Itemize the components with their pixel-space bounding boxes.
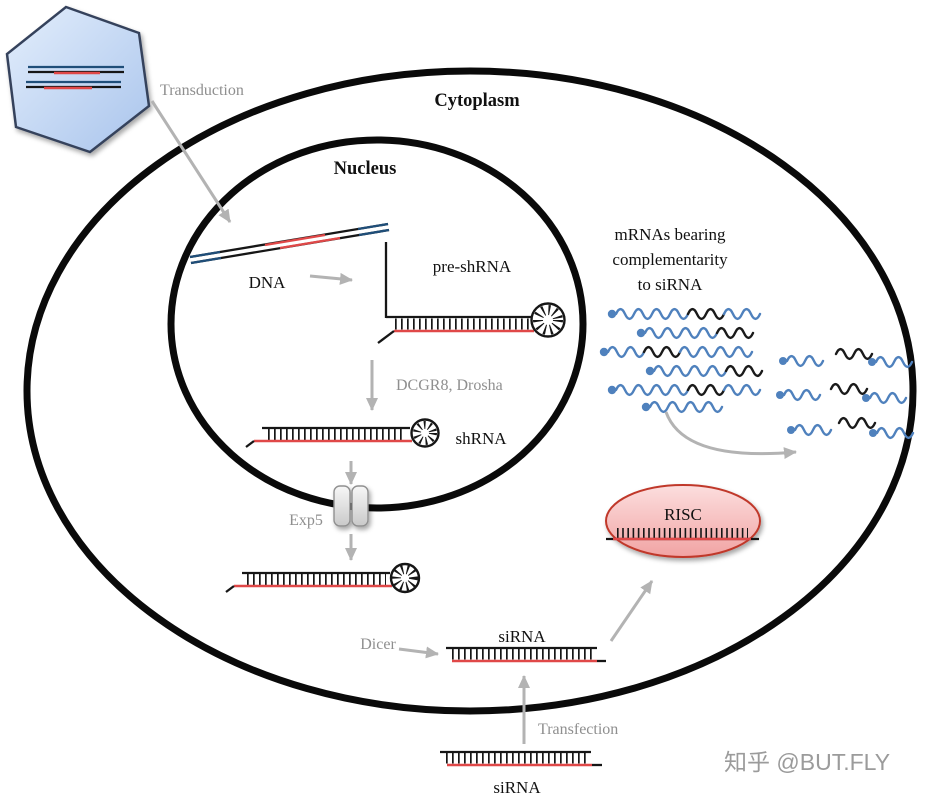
label-pre-shrna: pre-shRNA	[433, 257, 512, 276]
label-transfection: Transfection	[538, 721, 618, 738]
mrna-caption-line3: to siRNA	[638, 275, 703, 294]
sirna-duplex-extracellular	[440, 750, 602, 767]
process-arrows	[150, 100, 797, 744]
pore-subunit-left	[333, 485, 351, 527]
mrna-cap-dot	[641, 402, 651, 412]
label-risc: RISC	[664, 505, 702, 524]
mrna-fragment	[869, 426, 915, 440]
label-transduction: Transduction	[160, 82, 244, 99]
mrna-strand	[599, 345, 754, 359]
mrna-cap-dot	[607, 385, 617, 395]
mrna-cap-dot	[779, 357, 787, 365]
virus-capsid-hexagon	[5, 5, 151, 154]
nucleus-membrane	[167, 136, 587, 512]
label-dna: DNA	[249, 273, 287, 292]
nuclear-pore-exp5	[333, 485, 369, 527]
mrna-fragment	[787, 423, 833, 437]
mrna-cap-dot	[869, 429, 877, 437]
shrna-hairpin	[245, 418, 440, 448]
mrna-cluster	[599, 307, 764, 414]
risc-complex	[605, 484, 761, 558]
mrna-caption: mRNAs bearing complementarity to siRNA	[612, 225, 728, 294]
pore-subunit-right	[351, 485, 369, 527]
label-cytoplasm: Cytoplasm	[434, 91, 520, 111]
mrna-fragment	[862, 391, 908, 405]
mrna-cap-dot	[636, 328, 646, 338]
mrna-cap-dot	[645, 366, 655, 376]
mrna-fragment	[776, 388, 822, 402]
mrna-cap-dot	[862, 394, 870, 402]
label-sirna-cytoplasm: siRNA	[498, 627, 546, 646]
sirna-duplex-cytoplasm	[446, 646, 606, 663]
label-dicer: Dicer	[360, 636, 396, 653]
mrna-cap-dot	[787, 426, 795, 434]
mrna-strand	[641, 400, 724, 414]
mrna-fragment	[868, 355, 914, 369]
mrna-caption-line1: mRNAs bearing	[615, 225, 726, 244]
exported-shrna-hairpin	[225, 562, 421, 594]
mrna-strand	[607, 307, 762, 321]
arrow-sirna-to-risc	[609, 580, 654, 642]
viral-vector-particle	[5, 5, 151, 154]
mrna-cap-dot	[776, 391, 784, 399]
dna-duplex	[189, 222, 390, 265]
mrna-cap-dot	[607, 309, 617, 319]
mrna-strand	[607, 383, 762, 397]
mrna-strand	[636, 326, 755, 340]
virus-dna-cargo	[26, 65, 124, 90]
pre-shrna-hairpin	[377, 242, 566, 344]
mrna-cap-dot	[868, 358, 876, 366]
label-dcgr8-drosha: DCGR8, Drosha	[396, 377, 503, 394]
mrna-fragments	[776, 347, 915, 440]
mrna-cap-dot	[599, 347, 609, 357]
label-shrna: shRNA	[455, 429, 507, 448]
label-sirna-extracellular: siRNA	[493, 778, 541, 797]
mrna-strand	[645, 364, 764, 378]
mrna-caption-line2: complementarity	[612, 250, 728, 269]
label-nucleus: Nucleus	[334, 159, 397, 179]
arrow-transduction	[150, 100, 232, 223]
arrow-dna-to-preshrna	[309, 272, 353, 285]
arrow-mrna-degradation	[664, 411, 797, 460]
mrna-fragment	[779, 354, 825, 368]
label-exp5: Exp5	[289, 512, 323, 529]
watermark: 知乎 @BUT.FLY	[724, 749, 890, 775]
arrow-dicer-processing	[398, 646, 439, 659]
